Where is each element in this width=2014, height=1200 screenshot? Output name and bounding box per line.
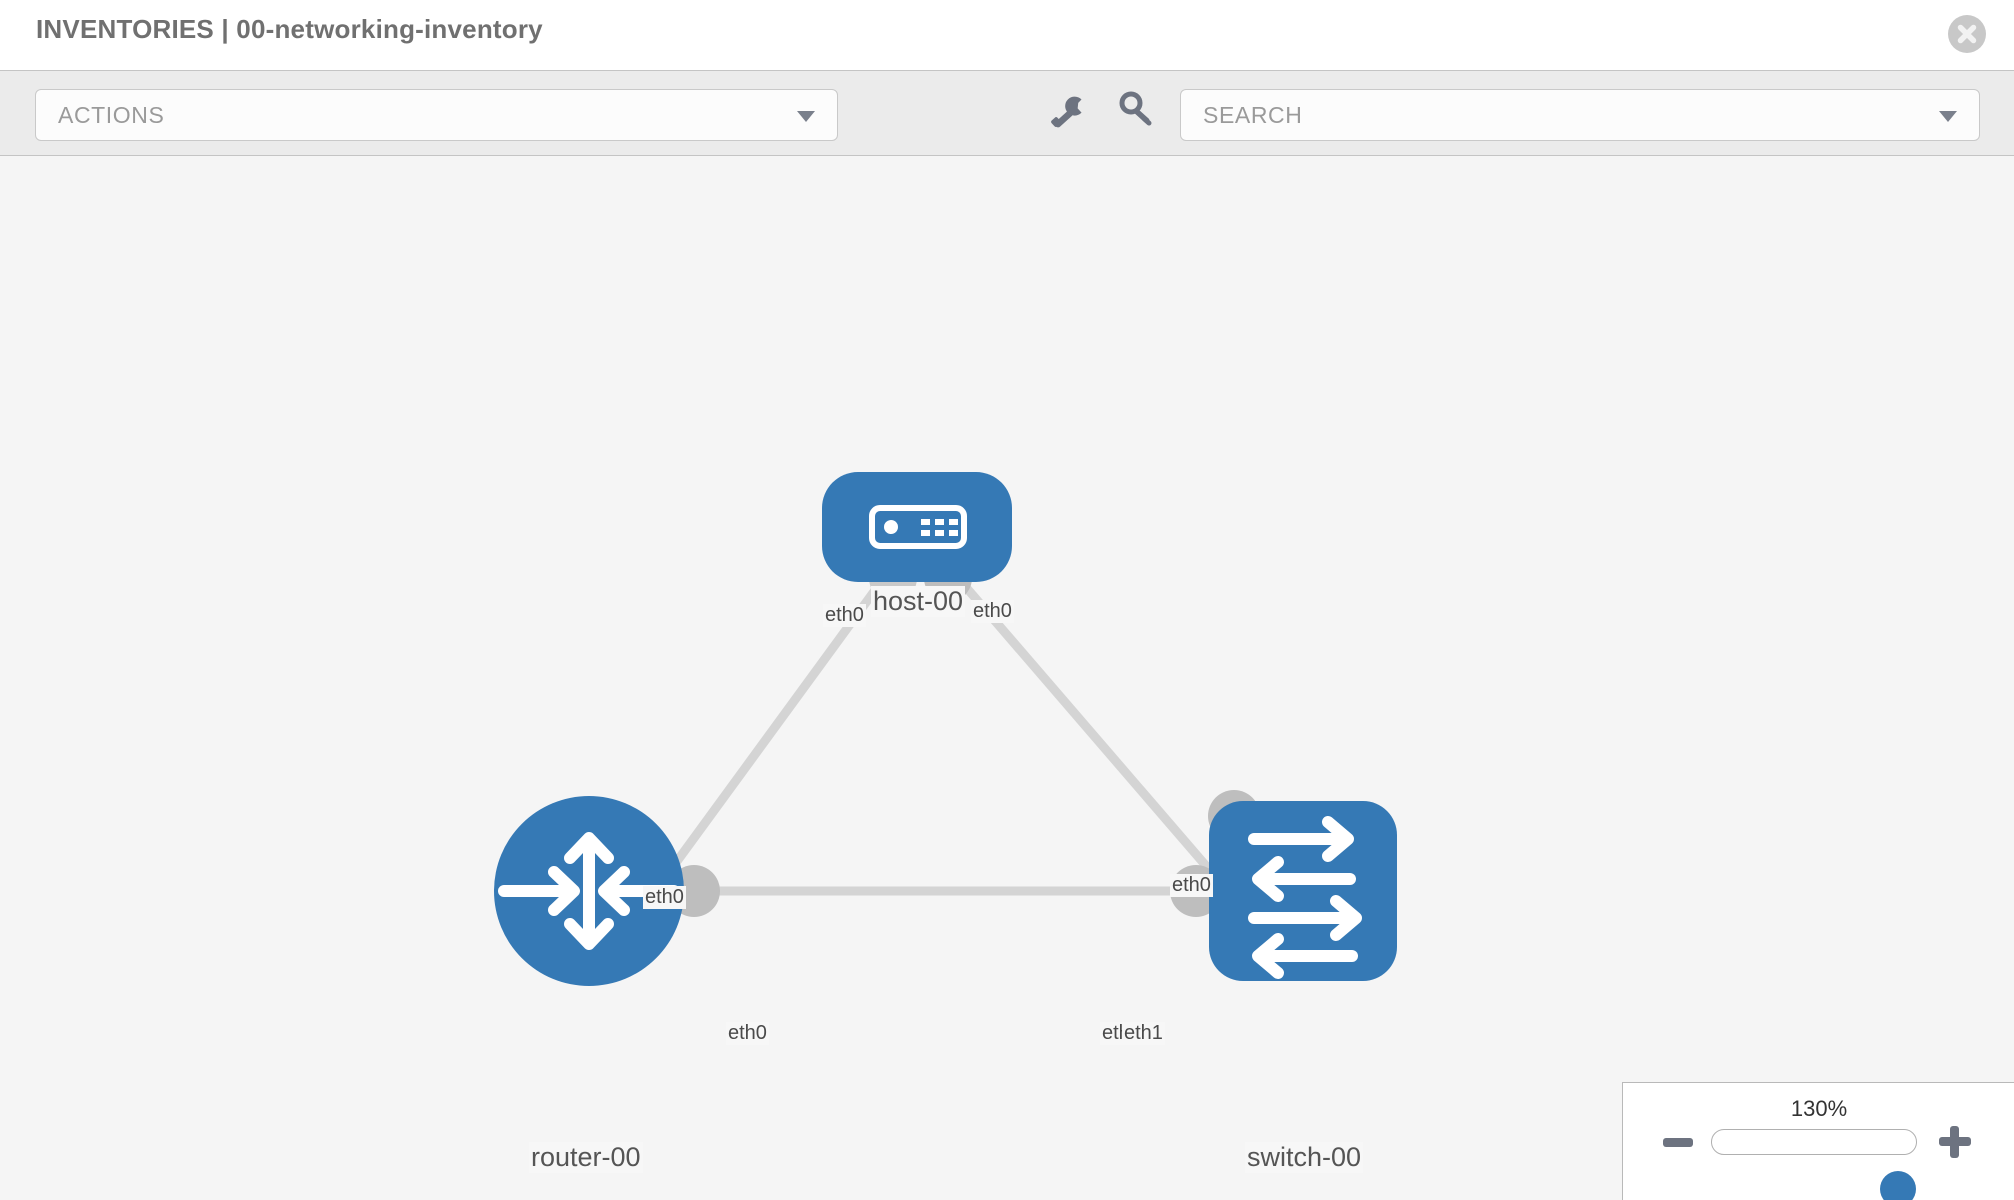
interface-label[interactable]: eth0 (823, 604, 866, 627)
switch-arrows-icon (1248, 816, 1362, 979)
toolbar: ACTIONS (0, 70, 2014, 156)
node-label-host-00[interactable]: host-00 (871, 586, 966, 617)
search-input[interactable] (1181, 90, 1921, 140)
actions-dropdown[interactable]: ACTIONS (35, 89, 838, 141)
page-header: INVENTORIES | 00-networking-inventory (0, 0, 2014, 70)
search-field-wrapper[interactable] (1180, 89, 1980, 141)
node-host-00[interactable] (822, 472, 1012, 582)
topology-edges (644, 568, 1236, 904)
page-title: INVENTORIES | 00-networking-inventory (36, 14, 543, 44)
interface-label[interactable]: eth0 (726, 1022, 769, 1045)
topology-canvas[interactable]: eth0 eth0 eth0 eth0 eth0 eth0 eth1 host-… (0, 156, 2014, 1200)
chevron-down-icon (797, 111, 815, 122)
chevron-down-icon[interactable] (1939, 111, 1957, 122)
node-label-router-00[interactable]: router-00 (529, 1142, 643, 1173)
zoom-slider-thumb[interactable] (1880, 1171, 1916, 1200)
interface-label[interactable]: eth0 (643, 886, 686, 909)
server-icon (869, 505, 967, 549)
interface-label[interactable]: eth0 (971, 600, 1014, 623)
topology-graph (494, 472, 1397, 986)
node-label-switch-00[interactable]: switch-00 (1245, 1142, 1364, 1173)
minus-icon[interactable] (1663, 1138, 1693, 1147)
node-switch-00[interactable] (1209, 801, 1397, 981)
interface-label[interactable]: eth1 (1122, 1022, 1165, 1045)
zoom-control-panel: 130% (1622, 1082, 2014, 1200)
zoom-slider[interactable] (1711, 1129, 1917, 1200)
interface-label[interactable]: eth0 (1170, 874, 1213, 897)
actions-dropdown-label: ACTIONS (58, 102, 165, 128)
close-icon[interactable] (1948, 15, 1986, 53)
zoom-level-label: 130% (1790, 1096, 1848, 1121)
key-icon[interactable] (1115, 88, 1159, 132)
plus-icon[interactable] (1939, 1126, 1971, 1158)
edge-host00-switch00[interactable] (948, 568, 1236, 899)
wrench-icon[interactable] (1047, 88, 1091, 132)
